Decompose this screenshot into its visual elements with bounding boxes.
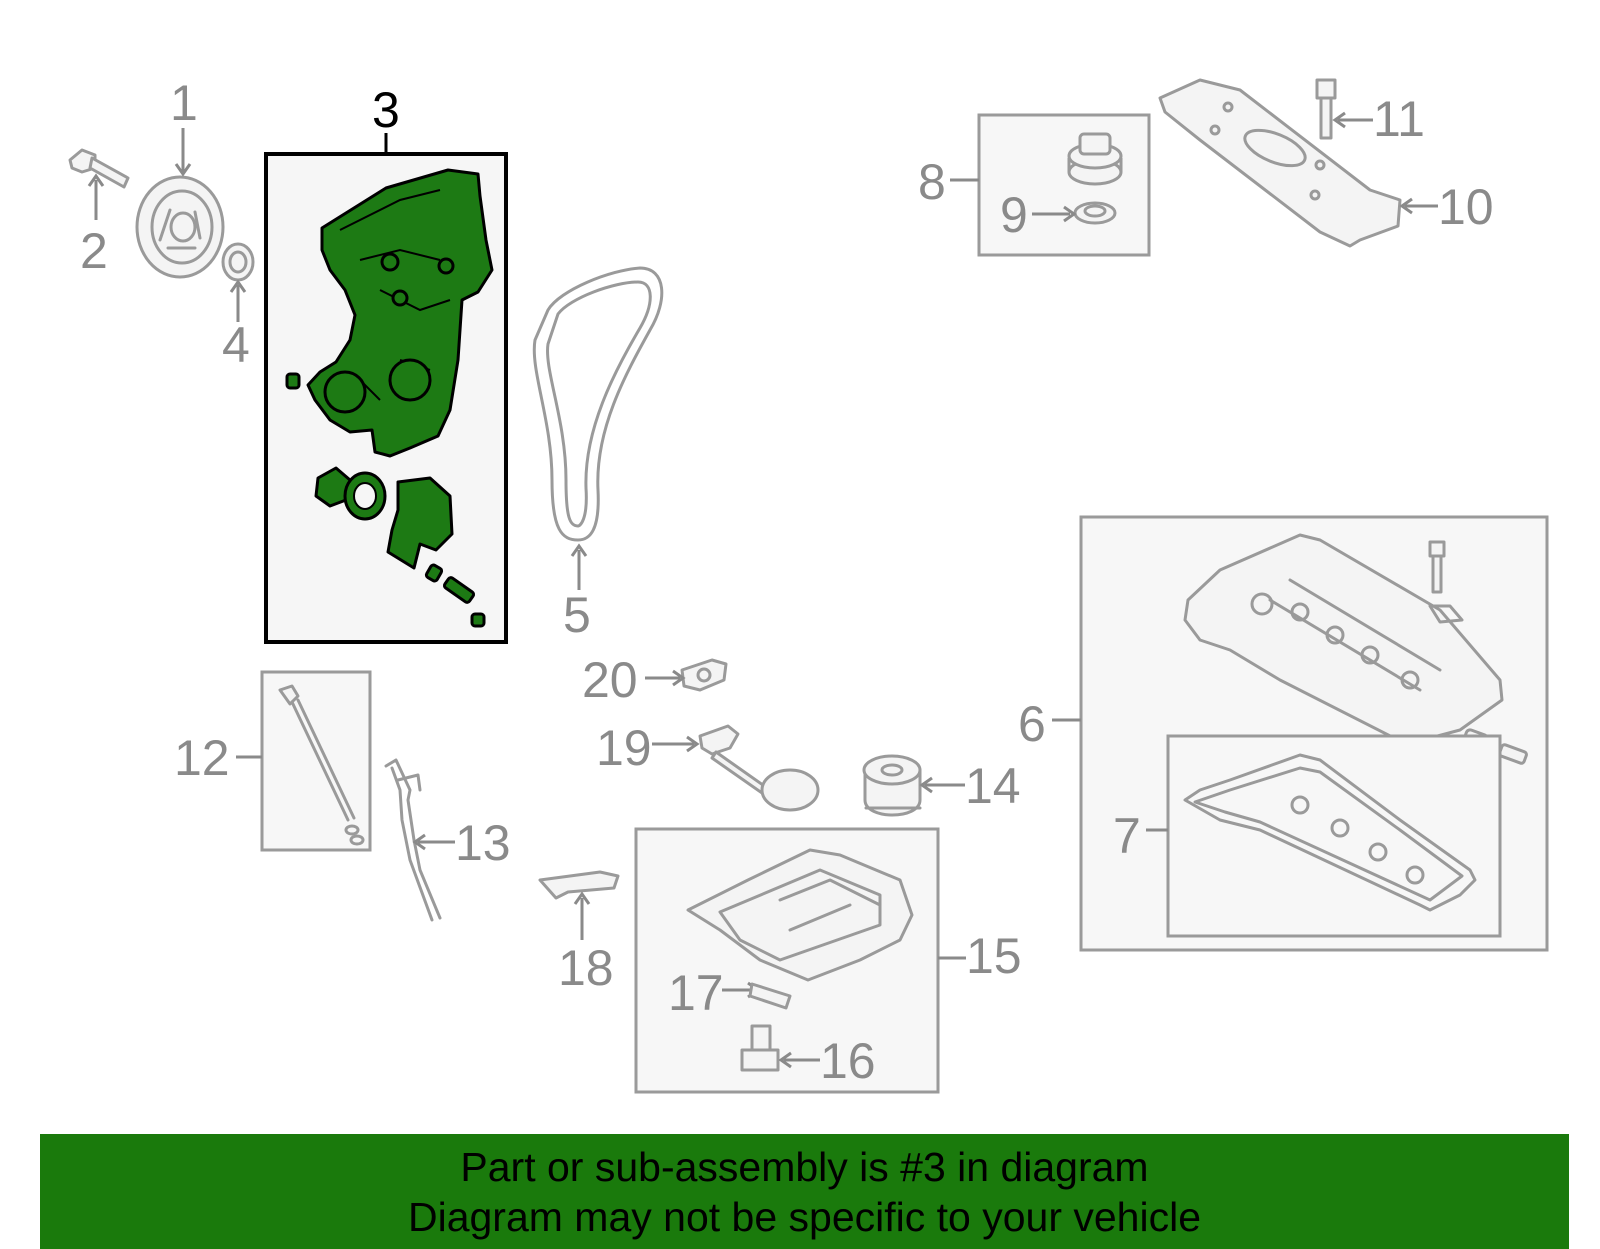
callout-20: 20 — [582, 652, 638, 708]
callout-2: 2 — [80, 223, 108, 279]
front-seal — [221, 242, 255, 282]
engine-cover — [1158, 78, 1402, 248]
oil-pan — [686, 848, 914, 982]
timing-cover-highlight — [285, 168, 494, 628]
callout-19: 19 — [596, 720, 652, 776]
cover-bolt — [1315, 78, 1337, 140]
callout-15: 15 — [966, 928, 1022, 984]
valve-cover — [1183, 533, 1504, 748]
oil-baffle — [538, 870, 620, 900]
pickup-gasket — [680, 658, 728, 692]
oil-pan-gasket-strip — [748, 982, 792, 1010]
pulley-bolt — [68, 148, 130, 189]
parts-diagram: 1 2 4 3 5 — [68, 75, 1549, 1094]
callout-16: 16 — [820, 1033, 876, 1089]
callout-18: 18 — [558, 940, 614, 996]
filler-cap-gasket — [1073, 201, 1117, 225]
callout-1: 1 — [170, 75, 198, 131]
part-12-box — [260, 670, 372, 852]
callout-9: 9 — [1000, 187, 1028, 243]
drain-plug — [740, 1024, 780, 1072]
info-banner: Part or sub-assembly is #3 in diagram Di… — [40, 1134, 1569, 1249]
banner-line-2: Diagram may not be specific to your vehi… — [407, 1193, 1201, 1240]
callout-12: 12 — [174, 730, 230, 786]
oil-dipstick — [278, 684, 365, 846]
oil-pickup — [698, 724, 820, 812]
callout-13: 13 — [455, 815, 511, 871]
banner-line-1: Part or sub-assembly is #3 in diagram — [460, 1143, 1149, 1190]
callout-14: 14 — [965, 758, 1021, 814]
callout-6: 6 — [1018, 696, 1046, 752]
callout-17: 17 — [668, 965, 724, 1021]
callout-8: 8 — [918, 154, 946, 210]
timing-chain — [532, 266, 664, 542]
oil-filter — [862, 754, 922, 817]
callout-4: 4 — [222, 317, 250, 373]
part-7-box — [1166, 734, 1502, 938]
oil-filler-cap — [1067, 132, 1123, 186]
valve-cover-bolt — [1428, 540, 1464, 624]
callout-5: 5 — [563, 587, 591, 643]
callout-10: 10 — [1438, 179, 1494, 235]
part-8-box — [977, 113, 1151, 257]
callout-3: 3 — [372, 82, 400, 138]
dipstick-tube — [384, 758, 442, 922]
callout-7: 7 — [1113, 808, 1141, 864]
callout-11: 11 — [1373, 91, 1425, 147]
crankshaft-pulley — [135, 175, 225, 279]
valve-cover-gasket — [1183, 753, 1477, 912]
